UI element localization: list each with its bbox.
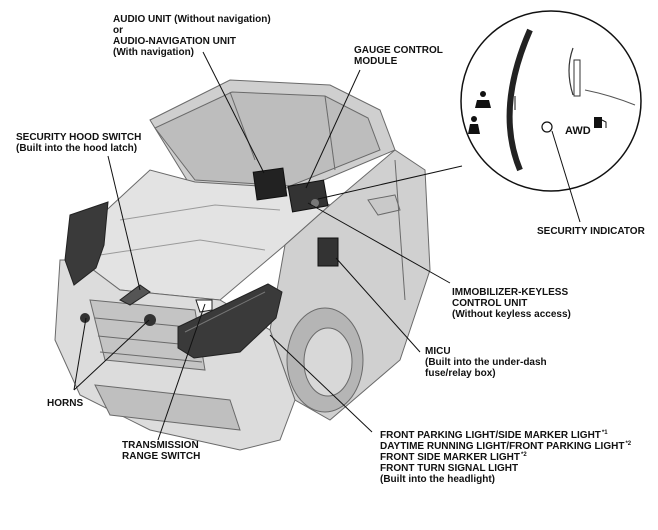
label-horns: HORNS [47, 398, 84, 409]
airbag-icon [475, 91, 491, 108]
gauge-detail-circle: AWD [460, 10, 642, 192]
awd-indicator-text: AWD [565, 125, 591, 137]
label-security-indicator: SECURITY INDICATOR [537, 226, 645, 237]
label-security-hood-switch: SECURITY HOOD SWITCH (Built into the hoo… [16, 132, 142, 154]
label-transmission-range-switch: TRANSMISSION RANGE SWITCH [122, 440, 201, 462]
components [80, 167, 339, 326]
label-gauge-control-module: GAUGE CONTROL MODULE [354, 45, 443, 67]
seatbelt-icon [468, 116, 480, 134]
label-audio-unit: AUDIO UNIT (Without navigation) or AUDIO… [113, 14, 271, 58]
fuel-icon [594, 117, 607, 128]
label-micu: MICU (Built into the under-dash fuse/rel… [425, 346, 547, 379]
label-headlight-lights: FRONT PARKING LIGHT/SIDE MARKER LIGHT*1 … [380, 430, 632, 485]
headlight-assemblies [64, 201, 283, 359]
security-indicator-icon [541, 121, 553, 133]
label-immobilizer-unit: IMMOBILIZER-KEYLESS CONTROL UNIT (Withou… [452, 287, 571, 320]
vehicle-body [54, 79, 431, 451]
leader-lines [73, 51, 581, 441]
